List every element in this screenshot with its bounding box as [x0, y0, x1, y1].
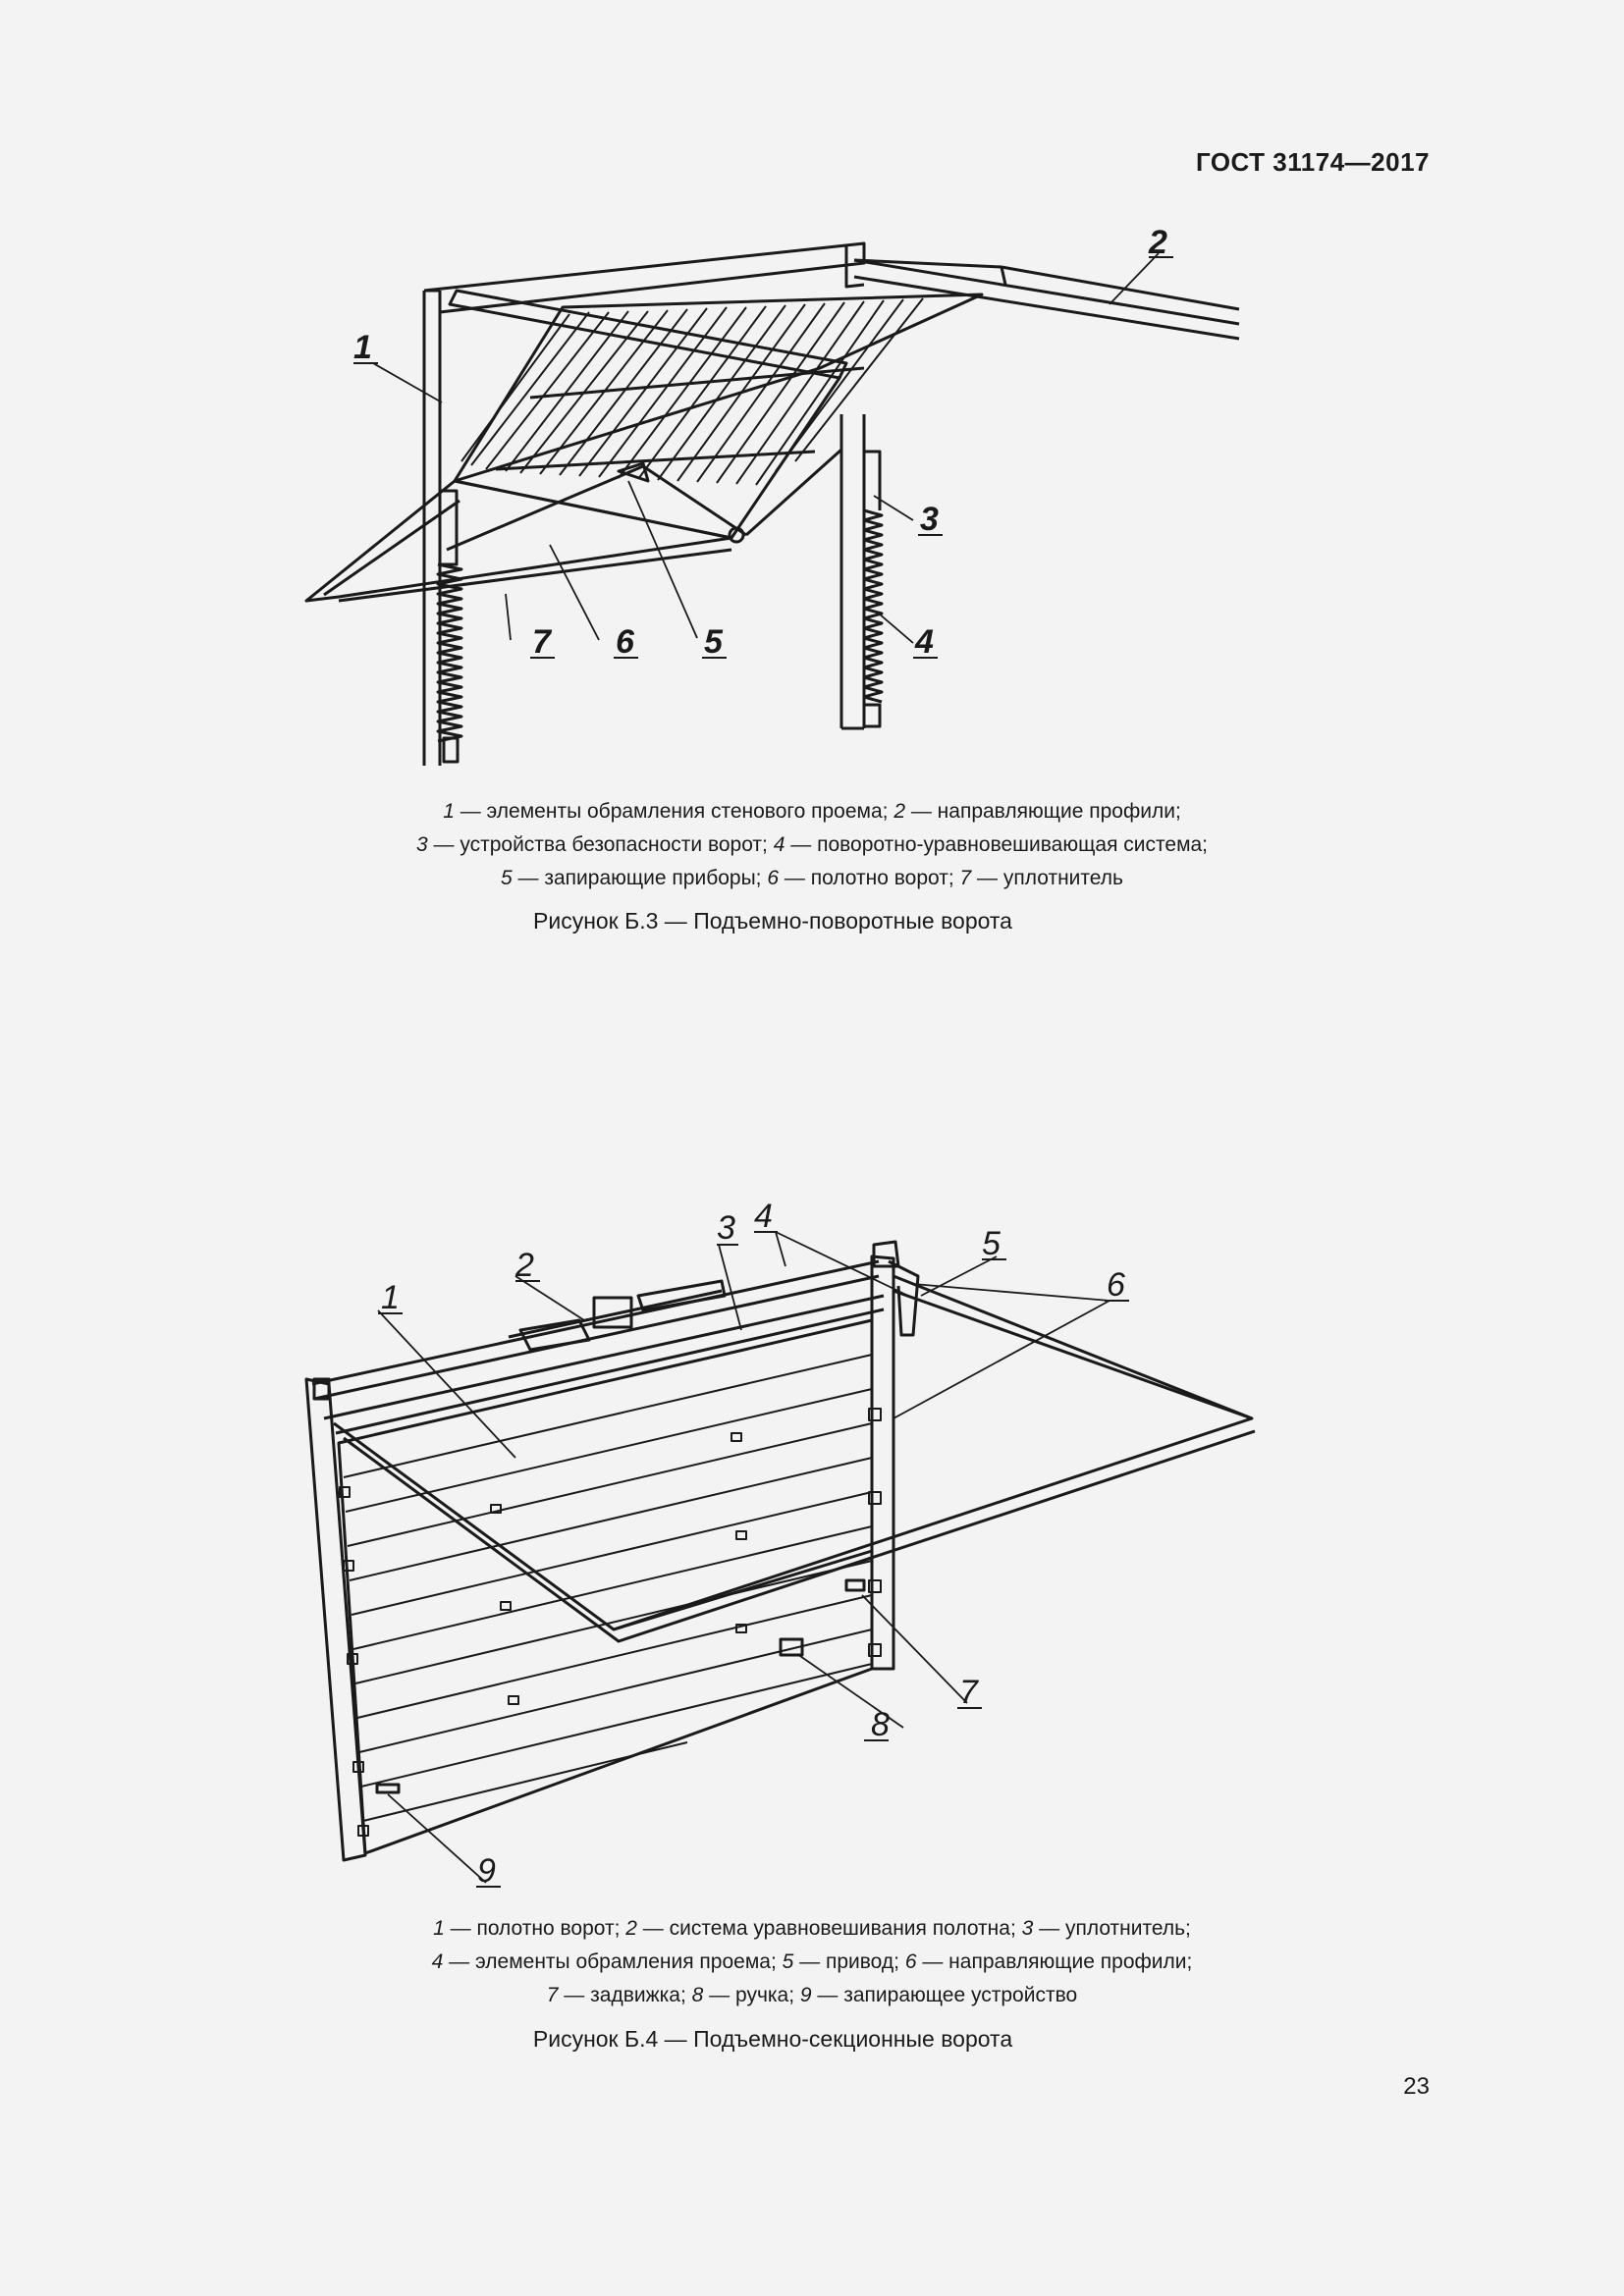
page-number: 23	[1403, 2073, 1430, 2100]
b4-callout-2: 2	[514, 1247, 534, 1284]
figure-b3-legend: 1 — элементы обрамления стенового проема…	[0, 795, 1624, 895]
b3-callout-6: 6	[616, 623, 635, 661]
b4-callout-9: 9	[477, 1852, 496, 1890]
figure-b4-drawing: 1 2 3 4 5 6 7 8 9	[0, 1178, 1624, 1904]
b4-callout-8: 8	[871, 1706, 890, 1743]
b4-callout-6: 6	[1107, 1266, 1125, 1304]
figure-b3-caption: Рисунок Б.3 — Подъемно-поворотные ворота	[533, 908, 1012, 934]
b3-callout-4: 4	[914, 623, 934, 661]
b4-callout-4: 4	[754, 1198, 773, 1235]
b4-callout-5: 5	[982, 1225, 1001, 1262]
figure-b4-caption: Рисунок Б.4 — Подъемно-секционные ворота	[532, 2026, 1013, 2052]
legend-line: 1 — полотно ворот; 2 — система уравновеш…	[433, 1917, 1191, 1940]
b4-callout-3: 3	[717, 1209, 735, 1247]
figure-b4-legend: 1 — полотно ворот; 2 — система уравновеш…	[0, 1912, 1624, 2012]
b4-callout-7: 7	[959, 1674, 979, 1711]
legend-line: 4 — элементы обрамления проема; 5 — прив…	[431, 1950, 1193, 1973]
b3-callout-1: 1	[353, 329, 372, 366]
left-jamb	[422, 289, 442, 766]
b3-callout-7: 7	[532, 623, 553, 661]
legend-line: 1 — элементы обрамления стенового проема…	[443, 800, 1181, 823]
b4-callout-1: 1	[381, 1279, 400, 1316]
legend-line: 3 — устройства безопасности ворот; 4 — п…	[415, 833, 1209, 856]
b3-callout-2: 2	[1148, 224, 1167, 261]
legend-line: 5 — запирающие приборы; 6 — полотно воро…	[501, 867, 1123, 889]
b3-callout-3: 3	[920, 501, 939, 538]
standard-header: ГОСТ 31174—2017	[1195, 147, 1430, 177]
b3-callout-5: 5	[704, 623, 724, 661]
legend-line: 7 — задвижка; 8 — ручка; 9 — запирающее …	[546, 1984, 1078, 2006]
figure-b3-drawing: 1 2 3 4 5 6 7	[0, 216, 1624, 785]
